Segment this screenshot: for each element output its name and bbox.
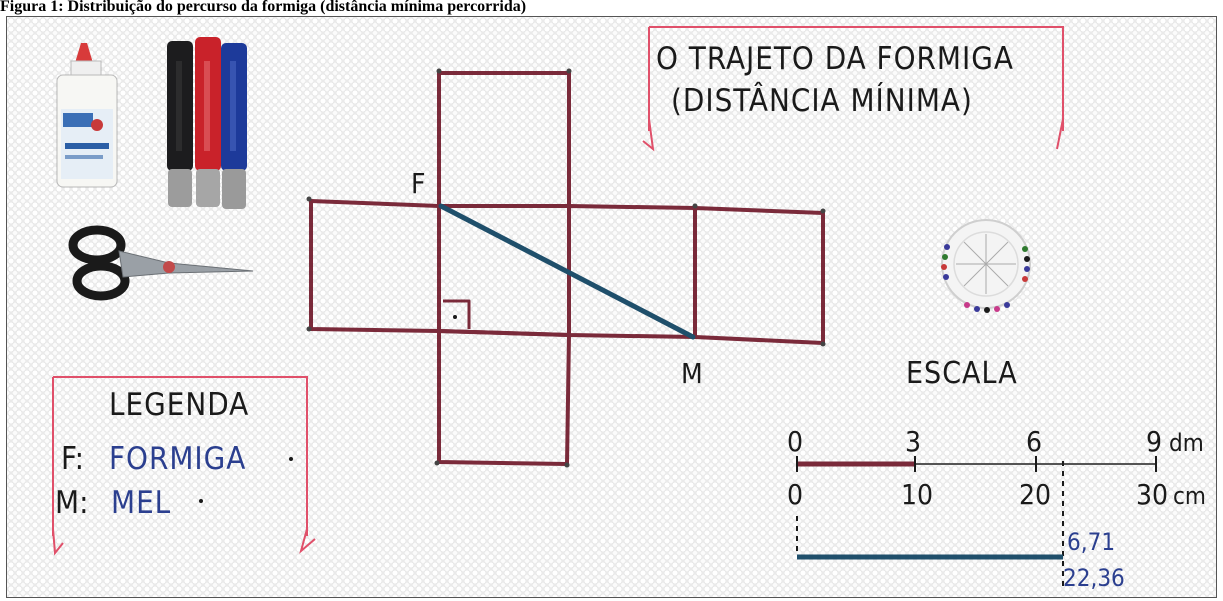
cm-unit: cm: [1173, 482, 1206, 510]
shortest-path-line: [438, 203, 696, 340]
net-face-front: [437, 204, 571, 337]
dm-tick-3: 3: [905, 425, 921, 458]
path-dm: 6,71: [1067, 528, 1115, 556]
net-face-left: [309, 199, 441, 333]
legend-f-key: F:: [61, 441, 84, 477]
cm-tick-10: 10: [901, 478, 933, 511]
glue-bottle-icon: [56, 43, 118, 188]
title-box: O TRAJETO DA FORMIGA (DISTÂNCIA MÍNIMA): [642, 26, 1064, 152]
right-angle-marker: [443, 299, 471, 329]
net-pins: [306, 68, 826, 468]
dm-tick-6: 6: [1026, 425, 1042, 458]
path-cm: 22,36: [1063, 564, 1125, 592]
cube-net: [309, 71, 825, 466]
cm-tick-20: 20: [1019, 478, 1051, 511]
styrofoam-board: O TRAJETO DA FORMIGA (DISTÂNCIA MÍNIMA) …: [6, 16, 1217, 598]
dm-unit: dm: [1169, 429, 1204, 457]
title-line-1: O TRAJETO DA FORMIGA: [656, 41, 1014, 77]
net-face-back: [693, 206, 825, 345]
pin-cushion-icon: [941, 219, 1031, 313]
dm-tick-0: 0: [787, 425, 803, 458]
legend-title: LEGENDA: [109, 387, 249, 423]
legend-f-value: FORMIGA: [109, 441, 246, 477]
title-line-2: (DISTÂNCIA MÍNIMA): [671, 83, 973, 119]
net-face-right: [567, 204, 697, 339]
label-m: M: [681, 357, 703, 390]
markers-icon: [167, 37, 247, 209]
cm-tick-30: 30: [1136, 478, 1168, 511]
scale: ESCALA 0 3 6 9 dm 0 10 20 30 cm 6,71 22,…: [787, 356, 1206, 592]
legend-m-key: M:: [55, 485, 88, 521]
figure-caption: Figura 1: Distribuição do percurso da fo…: [0, 0, 527, 15]
scissors-icon: [68, 225, 254, 301]
cm-tick-0: 0: [787, 478, 803, 511]
net-face-bottom: [437, 329, 571, 466]
scale-title: ESCALA: [906, 356, 1018, 391]
legend-m-value: MEL: [111, 485, 171, 521]
board-drawing: O TRAJETO DA FORMIGA (DISTÂNCIA MÍNIMA) …: [52, 26, 1206, 592]
legend-box: LEGENDA F: FORMIGA M: MEL: [52, 376, 316, 556]
net-face-top: [437, 71, 571, 208]
label-f: F: [411, 167, 426, 200]
dm-tick-9: 9: [1146, 425, 1162, 458]
